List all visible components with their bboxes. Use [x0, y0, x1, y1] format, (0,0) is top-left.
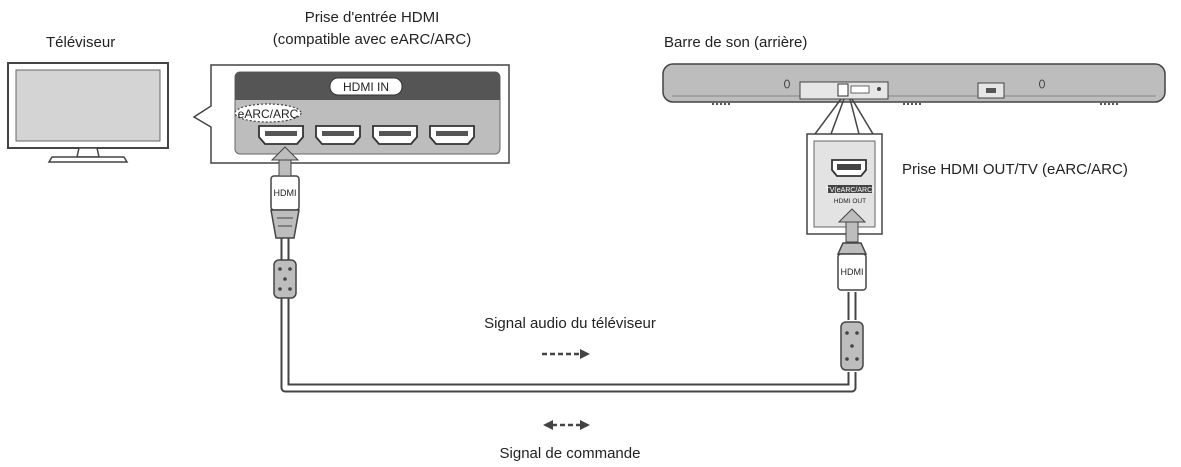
jack-label-hdmi-out: HDMI OUT — [834, 198, 866, 205]
soundbar-hdmi-out-port — [831, 159, 867, 177]
tv-hdmi-panel: HDMI IN eARC/ARC — [192, 64, 510, 164]
hdmi-out-jack-label: Prise HDMI OUT/TV (eARC/ARC) — [902, 161, 1128, 178]
hdmi-plug-left-label: HDMI — [274, 188, 297, 198]
audio-signal-label: Signal audio du téléviseur — [484, 315, 656, 332]
audio-signal-arrow-icon — [542, 349, 590, 359]
control-signal-label: Signal de commande — [499, 445, 641, 462]
jack-label-tv-earc: TV(eARC/ARC) — [825, 187, 874, 194]
hdmi-port-1-earc — [258, 125, 304, 145]
hdmi-in-label-line2: (compatible avec eARC/ARC) — [272, 31, 472, 48]
earc-arc-tag: eARC/ARC — [238, 107, 299, 121]
hdmi-plug-right-label: HDMI — [841, 267, 864, 277]
hdmi-cable: HDMI HDMI — [270, 175, 868, 393]
soundbar-label: Barre de son (arrière) — [664, 34, 808, 51]
tv-icon — [7, 62, 169, 163]
soundbar-callout — [814, 98, 874, 135]
hdmi-port-3 — [372, 125, 418, 145]
hdmi-in-header: HDMI IN — [343, 80, 389, 94]
tv-label: Téléviseur — [46, 34, 116, 51]
hdmi-port-4 — [429, 125, 475, 145]
hdmi-in-label-line1: Prise d'entrée HDMI — [304, 9, 440, 26]
arrow-up-to-soundbar-port — [837, 208, 867, 243]
hdmi-plug-left: HDMI — [270, 175, 300, 239]
ferrite-core-right — [840, 321, 864, 371]
hdmi-port-2 — [315, 125, 361, 145]
hdmi-plug-right: HDMI — [836, 242, 868, 291]
arrow-up-to-tv-port — [270, 146, 300, 177]
control-signal-arrow-icon — [543, 420, 590, 430]
ferrite-core-left — [273, 259, 297, 299]
soundbar-icon — [662, 63, 1166, 105]
